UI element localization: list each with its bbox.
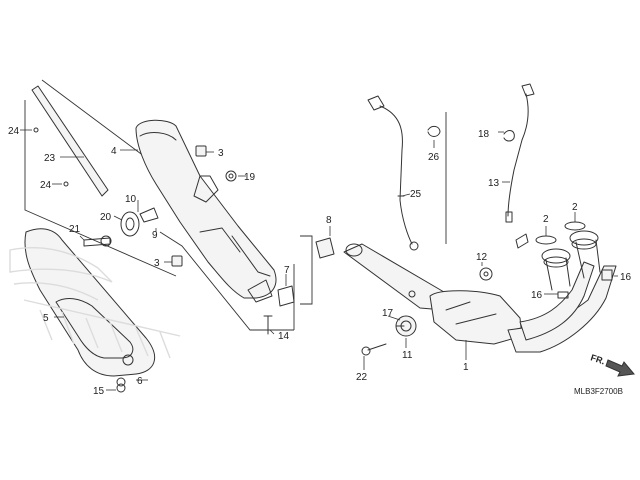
front-label: FR. — [589, 352, 606, 366]
callout-24b: 24 — [40, 180, 52, 191]
callout-8: 8 — [326, 215, 332, 226]
heat-shield-part-5 — [24, 228, 156, 377]
callout-9: 9 — [152, 230, 158, 241]
callout-19: 19 — [244, 172, 256, 183]
callout-17: 17 — [382, 308, 394, 319]
front-arrow-indicator: FR. — [589, 352, 635, 377]
callout-3b: 3 — [154, 258, 160, 269]
o2-sensor-part-25 — [367, 95, 419, 251]
callout-23: 23 — [44, 153, 56, 164]
callout-16a: 16 — [531, 290, 543, 301]
callout-25: 25 — [410, 189, 422, 200]
callout-21: 21 — [69, 224, 81, 235]
muffler-part-4 — [135, 119, 277, 303]
callout-22: 22 — [356, 372, 368, 383]
gaskets-part-2 — [535, 221, 586, 245]
callout-3a: 3 — [218, 148, 224, 159]
callout-10: 10 — [125, 194, 137, 205]
callout-18: 18 — [478, 129, 490, 140]
callout-26: 26 — [428, 152, 440, 163]
honda-wing-watermark — [9, 247, 181, 359]
callout-7: 7 — [284, 265, 290, 276]
gasket-part-8 — [315, 237, 335, 259]
muffler-fasteners — [33, 127, 295, 393]
callout-15: 15 — [93, 386, 105, 397]
leader-lines — [20, 129, 618, 391]
callout-12: 12 — [476, 252, 488, 263]
callout-2b: 2 — [572, 202, 578, 213]
left-assembly-frame — [159, 231, 313, 331]
front-arrow-icon — [605, 359, 635, 377]
callout-16b: 16 — [620, 272, 632, 283]
o2-sensor-part-13 — [503, 83, 535, 249]
clamp-part-26 — [427, 112, 447, 244]
callout-20: 20 — [100, 212, 112, 223]
callout-1: 1 — [463, 362, 469, 373]
callout-24a: 24 — [8, 126, 20, 137]
callout-2a: 2 — [543, 214, 549, 225]
callout-13: 13 — [488, 178, 500, 189]
callout-14: 14 — [278, 331, 290, 342]
diagram-code: MLB3F2700B — [574, 387, 623, 396]
pipe-fasteners — [361, 267, 613, 356]
exhaust-pipe-part-1 — [343, 230, 617, 353]
callout-4: 4 — [111, 146, 117, 157]
callout-5: 5 — [43, 313, 49, 324]
callout-6: 6 — [137, 376, 143, 387]
callout-labels: 24 23 24 4 3 19 10 20 9 21 3 5 7 8 14 6 … — [8, 126, 632, 397]
callout-11: 11 — [402, 350, 413, 361]
